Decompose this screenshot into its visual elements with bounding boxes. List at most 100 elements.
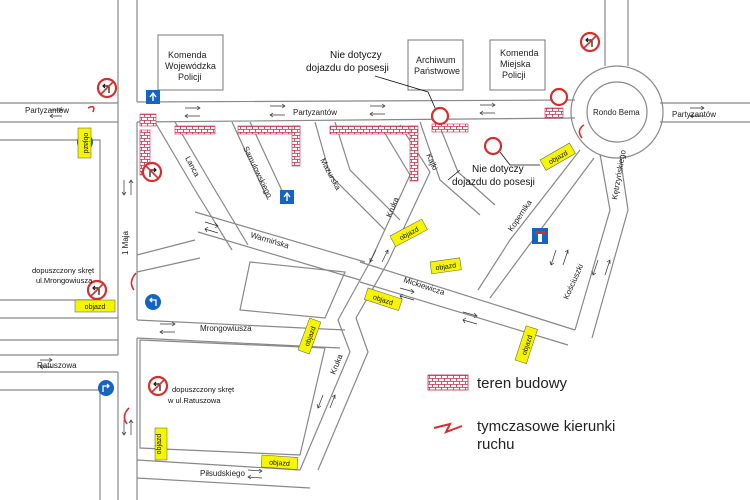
road-kopernika (477, 149, 595, 299)
detour-sign-icon: objazd (74, 299, 116, 313)
arrow-icon (689, 113, 704, 119)
arrow-icon (479, 110, 495, 116)
construction-area (237, 125, 301, 135)
street-label-ratuszowa: Ratuszowa (37, 361, 77, 370)
arrow-icon (399, 287, 415, 295)
construction-area (431, 123, 469, 133)
detour-sign-label: objazd (156, 434, 163, 455)
street-label-kruka: Kruka (329, 352, 345, 375)
detour-sign-icon: objazd (77, 127, 92, 159)
arrow-icon (121, 180, 127, 196)
arrow-icon (185, 105, 201, 111)
building-komenda-miejska (489, 39, 546, 91)
detour-sign-icon: objazd (154, 427, 168, 461)
arrow-icon (399, 293, 415, 301)
no-right-turn-sign-icon (141, 161, 163, 183)
detour-sign-label: objazd (82, 133, 89, 154)
no-left-turn-sign-icon (579, 31, 601, 53)
arrow-icon (462, 317, 478, 325)
road-pilsudskiego (136, 459, 311, 489)
detour-sign-icon: objazd (260, 454, 299, 470)
arrow-icon (50, 107, 63, 113)
roundabout-outer (570, 65, 664, 159)
temporary-direction-arrow-icon (578, 124, 585, 139)
callouts: Nie dotyczy dojazdu do posesji Nie dotyc… (306, 50, 540, 188)
arrow-icon (39, 364, 52, 370)
construction-area (139, 113, 157, 127)
building-komenda-miejska-label: Komenda Miejska Policji (500, 48, 541, 80)
street-label-1-maja: 1 Maja (121, 230, 130, 255)
arrow-icon (40, 357, 53, 363)
road-mrongowiusza (0, 317, 346, 349)
arrow-icon (462, 311, 478, 319)
arrow-icon (49, 113, 62, 119)
building-archiwum-label: Archiwum Państwowe (414, 55, 460, 76)
street-label-mrongowiusza: Mrongowiusza (200, 324, 252, 333)
road-mazurska (314, 121, 401, 231)
turn-arrow-sign-icon (145, 294, 161, 310)
turn-arrow-sign-icon (98, 380, 114, 396)
one-way-sign-icon (146, 90, 160, 104)
callout-mid-leader (447, 151, 540, 181)
block-south (139, 339, 326, 456)
no-entry-sign-icon (430, 106, 450, 126)
road-side-street (136, 239, 201, 273)
detour-sign-label: objazd (85, 304, 106, 311)
temporary-direction-arrow-icon (123, 407, 130, 425)
temporary-direction-arrow-icon (130, 272, 137, 291)
street-label-rondo: Rondo Bema (593, 108, 640, 117)
dead-end-sign-icon (532, 228, 548, 244)
arrow-icon (128, 419, 134, 435)
detour-sign-icon: objazd (297, 317, 322, 355)
construction-area (409, 125, 419, 182)
one-way-sign-icon (280, 190, 294, 204)
note-skret-ratuszowa: dopuszczony skręt w ul.Ratuszowa (167, 385, 236, 405)
detour-sign-icon: objazd (429, 257, 462, 275)
arrow-icon (369, 249, 377, 263)
street-label-samulowskiego: Samulowskiego (241, 145, 274, 200)
direction-arrows (39, 102, 705, 480)
building-komenda-wojewodzka-label: Komenda Wojewódzka Policji (165, 50, 218, 82)
callout-top-text: Nie dotyczy dojazdu do posesji (306, 50, 389, 74)
arrow-icon (247, 474, 263, 480)
arrow-icon (204, 226, 219, 234)
arrow-icon (591, 259, 599, 276)
arrow-icon (247, 468, 263, 474)
buildings: Komenda Wojewódzka Policji Archiwum Pańs… (157, 34, 546, 91)
legend-temporary-arrow-icon (433, 422, 463, 434)
arrow-icon (604, 259, 611, 276)
no-left-turn-sign-icon (147, 375, 169, 397)
road-partyzantow-north (0, 99, 576, 104)
arrow-icon (128, 179, 134, 195)
building-archiwum (407, 39, 464, 91)
arrow-icon (480, 102, 496, 108)
street-label-mickiewicza: Mickiewicza (402, 275, 446, 297)
arrow-icon (270, 103, 286, 109)
arrow-icon (329, 394, 336, 409)
block-middle (239, 261, 346, 319)
note-skret-mrongowiusza: dopuszczony skręt ul.Mrongowiusza (32, 266, 96, 285)
detour-sign-icon: objazd (363, 287, 403, 311)
prohibition-signs (86, 31, 601, 397)
road-north-to-roundabout (604, 0, 629, 66)
block-west (0, 139, 101, 301)
arrow-icon (369, 111, 385, 117)
construction-area (291, 125, 301, 167)
arrow-icon (184, 113, 200, 119)
arrow-icon (159, 329, 175, 335)
roundabout-inner (586, 81, 648, 143)
block-southwest (0, 389, 101, 500)
detour-sign-icon: objazd (539, 142, 576, 171)
no-left-turn-sign-icon (96, 77, 118, 99)
street-label-partyzantow: Partyzantów (293, 108, 337, 117)
road-partyzantow-east (660, 102, 750, 123)
street-label-partyzantow: Partyzantów (25, 106, 69, 115)
legend-temporary-label: tymczasowe kierunki ruchu (477, 418, 620, 453)
construction-areas (139, 107, 564, 182)
no-left-turn-sign-icon (86, 279, 108, 301)
street-label-mazurska: Mazurska (318, 157, 342, 192)
arrow-icon (562, 249, 569, 266)
no-entry-sign-icon (549, 87, 569, 107)
legend-construction-swatch (427, 374, 469, 391)
